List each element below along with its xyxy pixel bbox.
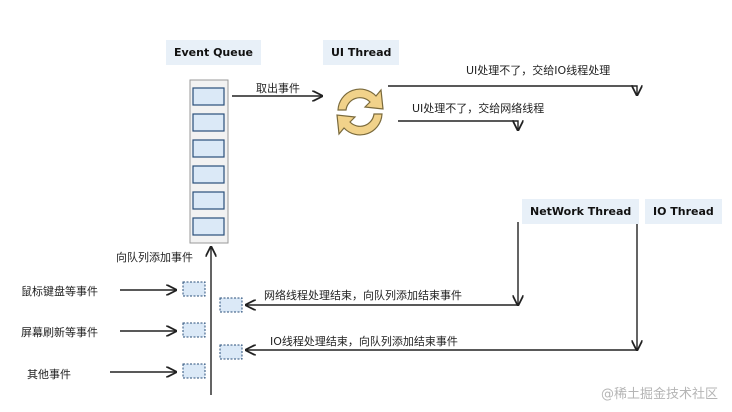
ui-thread-cycle-icon bbox=[336, 88, 384, 136]
network-done-label: 网络线程处理结束，向队列添加结束事件 bbox=[264, 289, 462, 302]
ui-to-io-arrow bbox=[388, 86, 637, 95]
io-done-label: IO线程处理结束，向队列添加结束事件 bbox=[270, 335, 458, 348]
queue-slot bbox=[192, 113, 225, 132]
event-queue-slots bbox=[192, 87, 225, 236]
incoming-event-boxes bbox=[182, 281, 243, 379]
screen-refresh-label: 屏幕刷新等事件 bbox=[21, 326, 98, 339]
event-queue-title: Event Queue bbox=[166, 40, 261, 65]
incoming-event-box bbox=[182, 322, 206, 338]
incoming-event-box bbox=[182, 281, 206, 297]
queue-slot bbox=[192, 87, 225, 106]
io-thread-title: IO Thread bbox=[645, 199, 722, 224]
ui-to-network-arrow bbox=[398, 121, 518, 130]
ui-thread-title: UI Thread bbox=[323, 40, 400, 65]
returned-event-box bbox=[219, 344, 243, 360]
take-event-label: 取出事件 bbox=[256, 82, 300, 95]
network-thread-title: NetWork Thread bbox=[522, 199, 640, 224]
incoming-event-box bbox=[182, 363, 206, 379]
queue-slot bbox=[192, 139, 225, 158]
ui-to-network-label: UI处理不了，交给网络线程 bbox=[412, 102, 545, 115]
queue-slot bbox=[192, 165, 225, 184]
queue-slot bbox=[192, 191, 225, 210]
mouse-keyboard-label: 鼠标键盘等事件 bbox=[21, 285, 98, 298]
watermark: @稀土掘金技术社区 bbox=[600, 387, 718, 402]
other-events-label: 其他事件 bbox=[27, 368, 71, 381]
returned-event-box bbox=[219, 297, 243, 313]
add-to-queue-label: 向队列添加事件 bbox=[116, 251, 193, 264]
queue-slot bbox=[192, 217, 225, 236]
event-queue-box bbox=[189, 79, 229, 244]
ui-to-io-label: UI处理不了，交给IO线程处理 bbox=[466, 64, 611, 77]
